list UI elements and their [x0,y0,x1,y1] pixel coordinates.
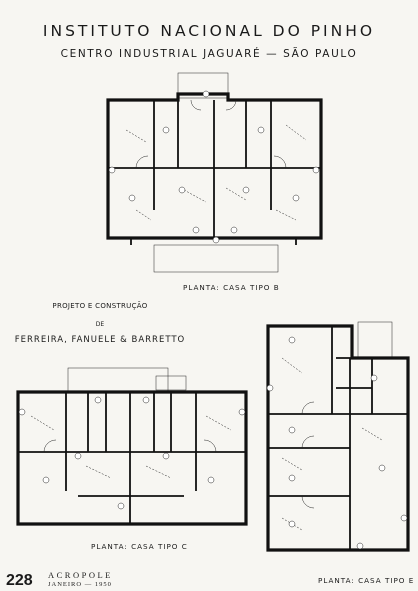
caption-casa-tipo-c: PLANTA: CASA TIPO C [91,542,188,551]
credits-de: DE [95,321,105,328]
issue-date: JANEIRO — 1950 [48,581,112,588]
credits-architects: FERREIRA, FANUELE & BARRETTO [14,335,186,345]
caption-casa-tipo-e: PLANTA: CASA TIPO E [318,576,415,585]
page-subtitle: CENTRO INDUSTRIAL JAGUARÉ — SÃO PAULO [60,48,358,60]
credits-heading: PROJETO E CONSTRUÇÃO [52,302,148,310]
magazine-name: ACROPOLE [48,570,113,580]
caption-casa-tipo-b: PLANTA: CASA TIPO B [183,283,280,292]
page-number: 228 [6,572,33,589]
page-title: INSTITUTO NACIONAL DO PINHO [42,22,376,40]
floor-plan-casa-tipo-e [266,321,410,552]
floor-plan-casa-tipo-b [106,72,323,273]
floor-plan-casa-tipo-c [16,367,248,526]
